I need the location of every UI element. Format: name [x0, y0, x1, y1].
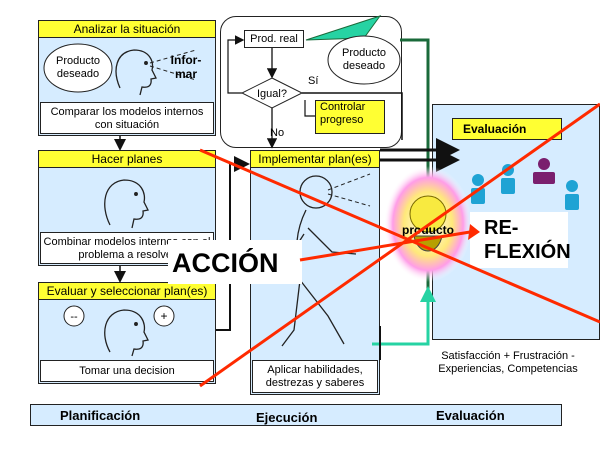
analizar-title: Analizar la situación [38, 20, 216, 38]
prod-real-box: Prod. real [244, 30, 304, 48]
arrow-green-bottom [372, 300, 430, 346]
head-icon-evaluar [104, 309, 149, 357]
si-label: Sí [308, 75, 318, 87]
satisfaccion-text: Satisfacción + Frustración - Experiencia… [428, 346, 588, 382]
informar-gaze [149, 49, 197, 64]
controlar-progreso-box: Controlar progreso [315, 100, 385, 134]
producto-deseado-bubble-loop [327, 35, 401, 85]
arrow-si-out [302, 92, 403, 140]
reflexion-line-1: RE- [484, 217, 518, 239]
reflexion-line-2: FLEXIÓN [484, 239, 571, 263]
accion-box [168, 240, 302, 284]
red-cross-overlay [199, 102, 600, 388]
evaluar-title: Evaluar y seleccionar plan(es) [38, 282, 216, 300]
implementar-title: Implementar plan(es) [250, 150, 380, 168]
no-label: No [270, 127, 284, 139]
aplicar-text: Aplicar habilidades, destrezas y saberes [252, 360, 378, 393]
igual-label: Igual? [257, 88, 287, 100]
green-callout-flag [305, 15, 382, 41]
comparar-text: Comparar los modelos internos con situac… [40, 102, 214, 134]
red-arrow-head [468, 224, 480, 240]
minus-label: -- [70, 311, 78, 323]
head-icon-hacer [104, 179, 149, 229]
loop-left-return [227, 35, 245, 94]
evaluacion-title: Evaluación [452, 118, 562, 140]
tomar-text: Tomar una decision [40, 360, 214, 382]
phase-ejecucion: Ejecución [256, 410, 318, 425]
hacer-title: Hacer planes [38, 150, 216, 168]
producto-deseado-bubble [43, 43, 113, 93]
phase-planificacion: Planificación [60, 408, 141, 423]
reflexion-box [470, 212, 568, 268]
plus-option-icon [153, 305, 175, 327]
accion-label: ACCIÓN [172, 247, 279, 278]
phase-evaluacion: Evaluación [436, 408, 505, 423]
head-icon-analizar [115, 49, 157, 96]
informar-label: Infor-mar [171, 53, 202, 81]
phase-bar [30, 404, 562, 426]
minus-option-icon [63, 305, 85, 327]
plus-label: + [160, 309, 167, 323]
arrow-green-head [420, 286, 436, 302]
arrow-controlar-to-igual [304, 100, 315, 117]
